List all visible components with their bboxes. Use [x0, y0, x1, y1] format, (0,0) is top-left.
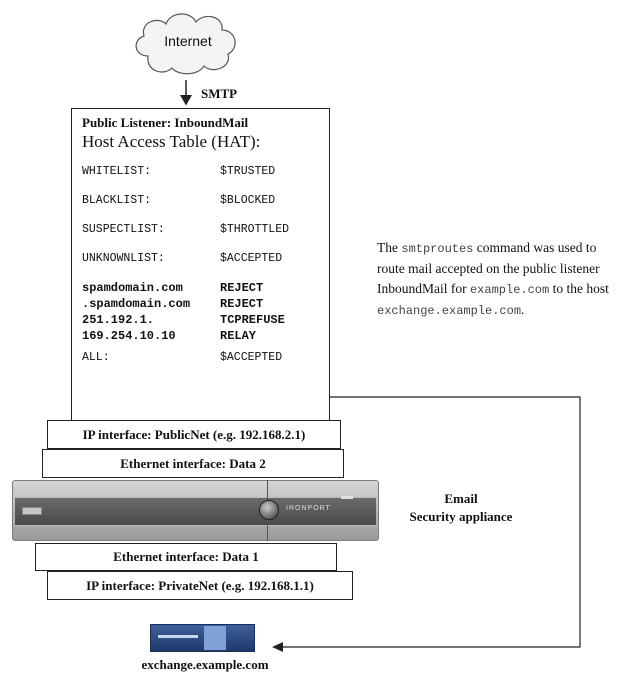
note-domain: example.com — [469, 283, 550, 297]
private-ip-interface: IP interface: PrivateNet (e.g. 192.168.1… — [47, 571, 353, 600]
hat-row-value: $ACCEPTED — [220, 252, 283, 265]
hat-row-key: 251.192.1. — [82, 313, 155, 327]
hat-row-value: $ACCEPTED — [220, 351, 283, 364]
appliance-label-line1: Email — [444, 491, 478, 506]
hat-row-key: 169.254.10.10 — [82, 329, 176, 343]
appliance-power-knob — [259, 500, 279, 520]
appliance-led — [341, 496, 353, 499]
ethernet-data1-interface: Ethernet interface: Data 1 — [35, 543, 337, 571]
note-command: smtproutes — [401, 242, 474, 256]
smtp-label: SMTP — [201, 86, 238, 101]
exchange-server-label: exchange.example.com — [141, 657, 269, 672]
hat-row-value: TCPREFUSE — [220, 313, 285, 327]
hat-title: Host Access Table (HAT): — [82, 132, 261, 151]
hat-row-value: REJECT — [220, 281, 264, 295]
ethernet-data2-interface: Ethernet interface: Data 2 — [42, 449, 344, 478]
hat-row-key: SUSPECTLIST: — [82, 223, 165, 236]
internet-cloud-icon — [135, 13, 236, 75]
note-suffix: . — [521, 302, 525, 317]
routing-note: The smtproutes command was used to route… — [377, 238, 617, 321]
relay-arrowhead — [272, 642, 283, 652]
public-ip-interface: IP interface: PublicNet (e.g. 192.168.2.… — [47, 420, 341, 449]
exchange-server-icon — [150, 624, 255, 652]
hat-row-key: BLACKLIST: — [82, 194, 152, 207]
appliance-brand: IRONPORT — [286, 505, 331, 512]
hat-row-key: WHITELIST: — [82, 165, 152, 178]
appliance-front-panel — [15, 497, 376, 526]
public-listener-box — [71, 108, 330, 422]
hat-row-key: UNKNOWNLIST: — [82, 252, 165, 265]
note-host: exchange.example.com — [377, 304, 522, 318]
appliance-label: Email Security appliance — [396, 490, 526, 526]
hat-row-key: ALL: — [82, 351, 110, 364]
server-slot — [158, 635, 198, 638]
appliance-label-line2: Security appliance — [409, 509, 513, 524]
hat-row-value: $THROTTLED — [220, 223, 290, 236]
note-prefix: The — [377, 240, 402, 255]
hat-row-value: RELAY — [220, 329, 257, 343]
hat-row-value: $BLOCKED — [220, 194, 276, 207]
note-to-host: to the host — [549, 281, 609, 296]
hat-row-value: $TRUSTED — [220, 165, 276, 178]
hat-row-value: REJECT — [220, 297, 264, 311]
note-middle: command was used to route mail accepted … — [377, 240, 600, 296]
server-panel — [204, 626, 226, 650]
listener-title: Public Listener: InboundMail — [82, 115, 249, 130]
appliance-slot — [22, 507, 42, 515]
hat-row-key: .spamdomain.com — [82, 297, 191, 311]
internet-label: Internet — [164, 33, 212, 49]
hat-row-key: spamdomain.com — [82, 281, 183, 295]
